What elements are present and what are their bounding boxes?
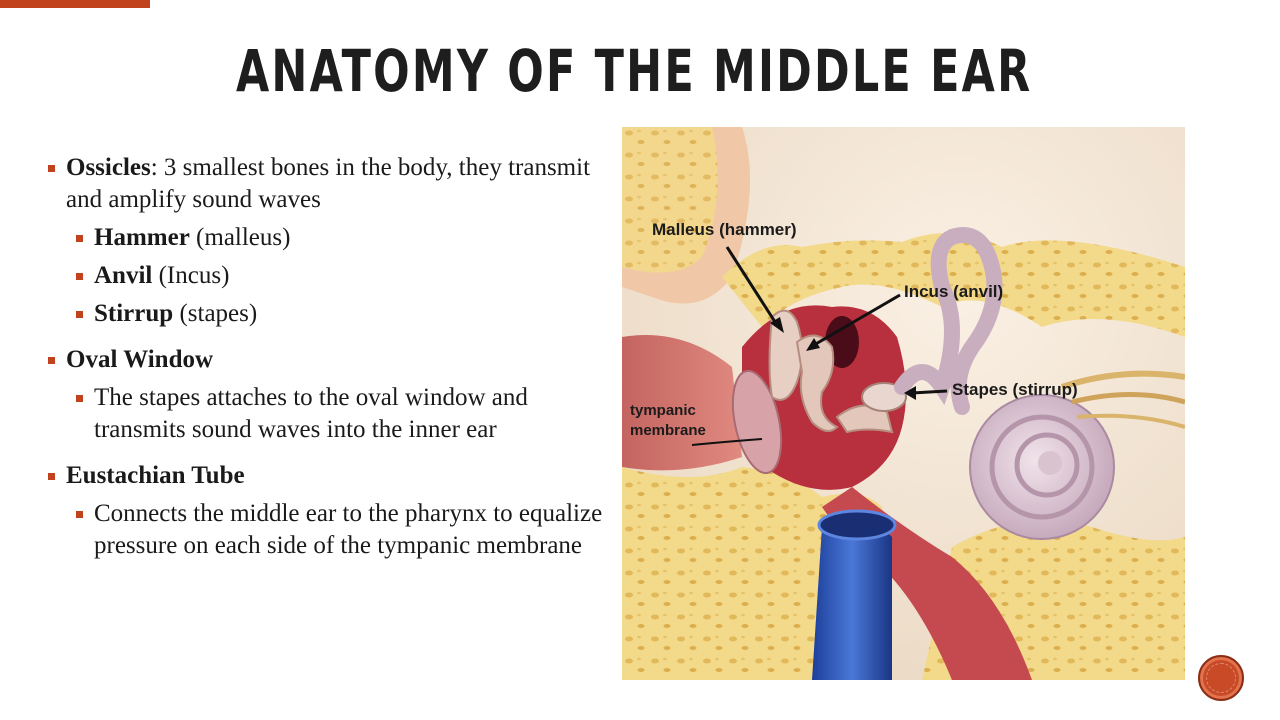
bullet-ossicles: Ossicles: 3 smallest bones in the body, …	[48, 152, 608, 330]
arrowhead-icon	[806, 338, 820, 351]
label-malleus: Malleus (hammer)	[652, 220, 797, 239]
square-bullet-icon	[76, 311, 83, 318]
bullet-oval-window: Oval Window The stapes attaches to the o…	[48, 344, 608, 446]
bullet-text: : 3 smallest bones in the body, they tra…	[66, 154, 591, 213]
sub-bullet-text: (Incus)	[152, 262, 230, 289]
sub-bullet-text: Connects the middle ear to the pharynx t…	[94, 500, 603, 559]
sub-bullet-hammer: Hammer (malleus)	[66, 222, 608, 254]
ear-canal	[622, 335, 742, 471]
square-bullet-icon	[48, 473, 55, 480]
stapes-bone	[835, 404, 894, 434]
ear-diagram-svg: Malleus (hammer) Incus (anvil) Stapes (s…	[622, 127, 1185, 680]
page-title: ANATOMY OF THE MIDDLE EAR	[236, 37, 1033, 105]
malleus-bone	[768, 309, 803, 401]
pointer-line-incus	[813, 293, 901, 347]
sub-bullet-term: Hammer	[94, 224, 190, 251]
square-bullet-icon	[76, 395, 83, 402]
cochlea-turn-1	[989, 414, 1095, 520]
cochlea-center	[1038, 451, 1062, 475]
bullet-term: Ossicles	[66, 154, 151, 181]
square-bullet-icon	[76, 273, 83, 280]
label-tympanic-2: membrane	[630, 422, 706, 439]
arrowhead-icon	[770, 317, 784, 333]
label-stapes: Stapes (stirrup)	[952, 380, 1078, 399]
label-tympanic-1: tympanic	[630, 402, 696, 419]
sub-bullet-term: Anvil	[94, 262, 153, 289]
sub-bullet-stirrup: Stirrup (stapes)	[66, 298, 608, 330]
label-incus: Incus (anvil)	[904, 282, 1003, 301]
sub-bullet-eustachian-desc: Connects the middle ear to the pharynx t…	[66, 498, 608, 562]
sub-bullet-oval-window-desc: The stapes attaches to the oval window a…	[66, 382, 608, 446]
nerve-fiber	[1076, 413, 1185, 429]
temporal-bone-upper	[722, 233, 1185, 337]
middle-ear-illustration: Malleus (hammer) Incus (anvil) Stapes (s…	[622, 127, 1185, 680]
vessel-opening	[817, 509, 897, 541]
bullet-term: Eustachian Tube	[66, 462, 245, 489]
square-bullet-icon	[76, 235, 83, 242]
tympanic-membrane	[731, 369, 783, 475]
arrowhead-icon	[904, 386, 916, 400]
sub-bullet-text: The stapes attaches to the oval window a…	[94, 384, 528, 443]
pointer-line-stapes	[911, 389, 948, 395]
sub-bullet-term: Stirrup	[94, 300, 174, 327]
cartilage	[622, 127, 718, 273]
blood-vessel	[812, 519, 892, 680]
square-bullet-icon	[76, 511, 83, 518]
pointer-line-tympanic	[691, 438, 763, 446]
semicircular-canals	[894, 227, 1003, 415]
cochlea-turn-2	[1014, 432, 1080, 498]
sub-bullet-text: (stapes)	[173, 300, 258, 327]
nerve-fiber	[1061, 370, 1185, 390]
square-bullet-icon	[48, 165, 55, 172]
incus-bone	[795, 334, 839, 432]
bullet-term: Oval Window	[66, 346, 214, 373]
sub-bullet-anvil: Anvil (Incus)	[66, 260, 608, 292]
accent-bar	[0, 0, 150, 8]
pointer-line-malleus	[725, 246, 779, 326]
bullet-list: Ossicles: 3 smallest bones in the body, …	[48, 152, 608, 576]
next-slide-button[interactable]	[1198, 655, 1244, 701]
sub-bullet-text: (malleus)	[189, 224, 291, 251]
square-bullet-icon	[48, 357, 55, 364]
nerve-fiber	[1071, 392, 1185, 405]
bullet-eustachian-tube: Eustachian Tube Connects the middle ear …	[48, 460, 608, 562]
